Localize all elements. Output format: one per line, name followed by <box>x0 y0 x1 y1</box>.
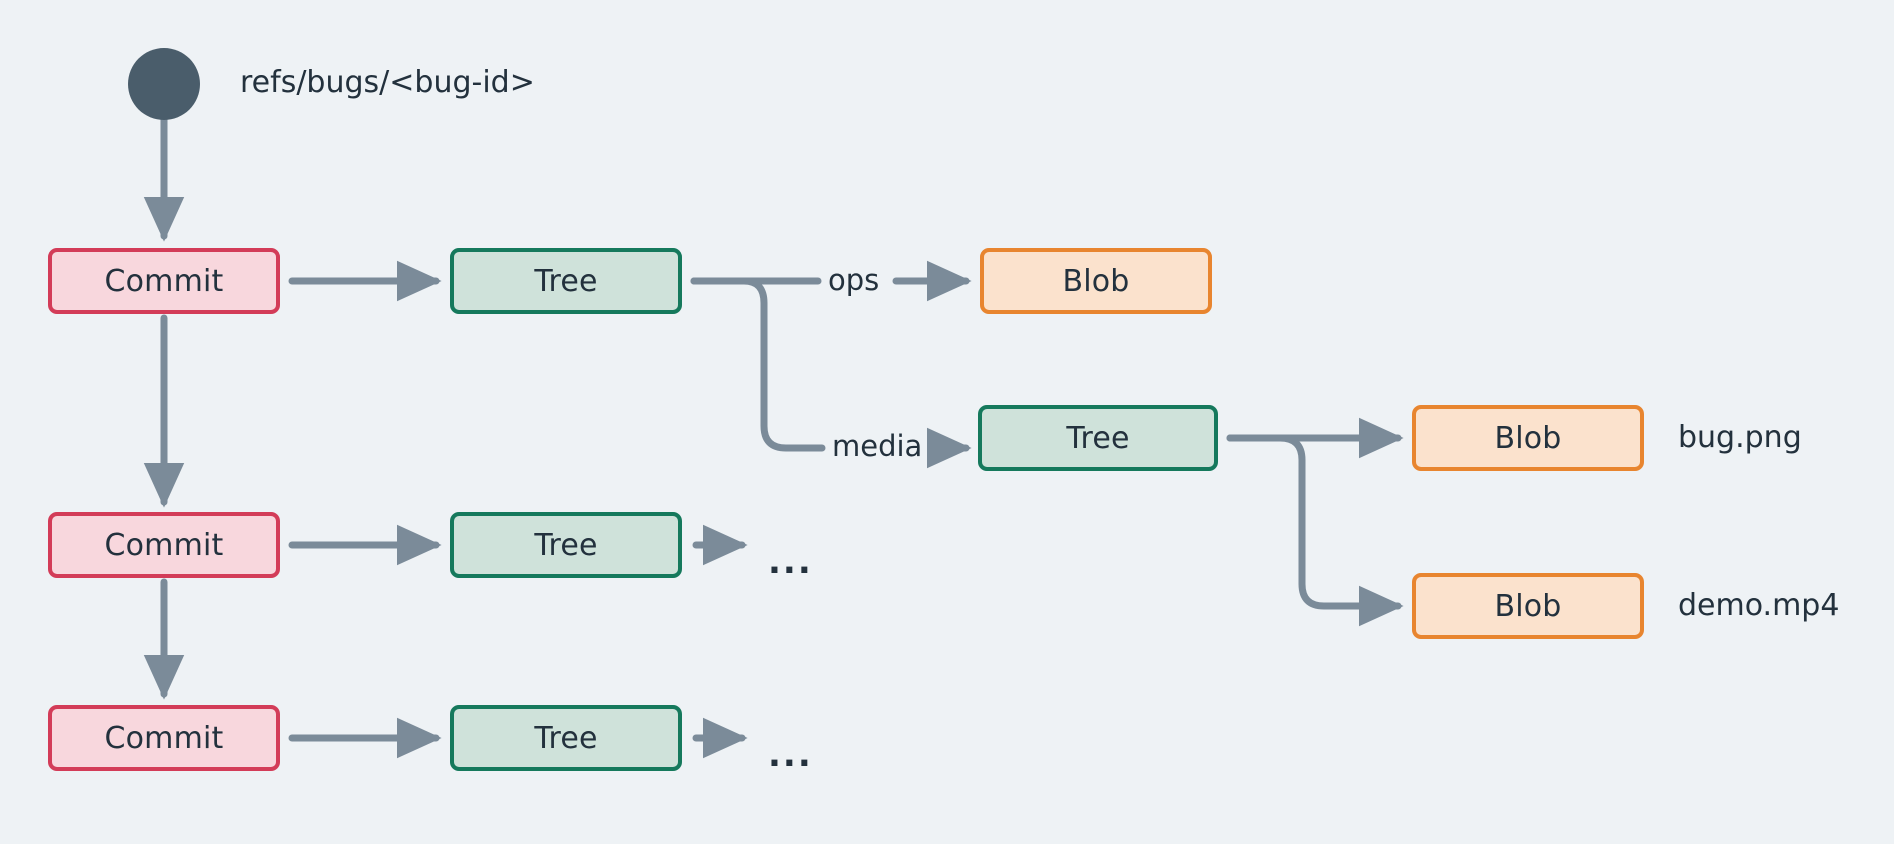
edge-label-ops: ops <box>828 263 880 297</box>
ref-dot-icon <box>128 48 200 120</box>
ellipsis-after-tree-3: ... <box>768 735 813 775</box>
node-tree-media[interactable]: Tree <box>978 405 1218 471</box>
file-label-demo-mp4: demo.mp4 <box>1678 588 1840 623</box>
node-label: Tree <box>534 527 598 563</box>
node-label: Blob <box>1494 420 1562 456</box>
node-label: Tree <box>534 720 598 756</box>
node-blob-bugpng[interactable]: Blob <box>1412 405 1644 471</box>
ref-name-label: refs/bugs/<bug-id> <box>240 65 535 100</box>
node-tree-1[interactable]: Tree <box>450 248 682 314</box>
node-tree-3[interactable]: Tree <box>450 705 682 771</box>
node-label: Tree <box>1066 420 1130 456</box>
node-tree-2[interactable]: Tree <box>450 512 682 578</box>
edge-tree4-to-blob3 <box>1226 434 1404 627</box>
ellipsis-after-tree-2: ... <box>768 542 813 582</box>
node-commit-1[interactable]: Commit <box>48 248 280 314</box>
node-label: Commit <box>104 720 224 756</box>
node-commit-2[interactable]: Commit <box>48 512 280 578</box>
node-label: Blob <box>1062 263 1130 299</box>
node-blob-demomp4[interactable]: Blob <box>1412 573 1644 639</box>
edge-tree1-branch-media <box>690 277 826 452</box>
node-label: Tree <box>534 263 598 299</box>
file-label-bug-png: bug.png <box>1678 420 1802 455</box>
node-label: Commit <box>104 527 224 563</box>
node-label: Blob <box>1494 588 1562 624</box>
node-label: Commit <box>104 263 224 299</box>
node-blob-ops[interactable]: Blob <box>980 248 1212 314</box>
node-commit-3[interactable]: Commit <box>48 705 280 771</box>
edge-label-media: media <box>832 429 923 463</box>
